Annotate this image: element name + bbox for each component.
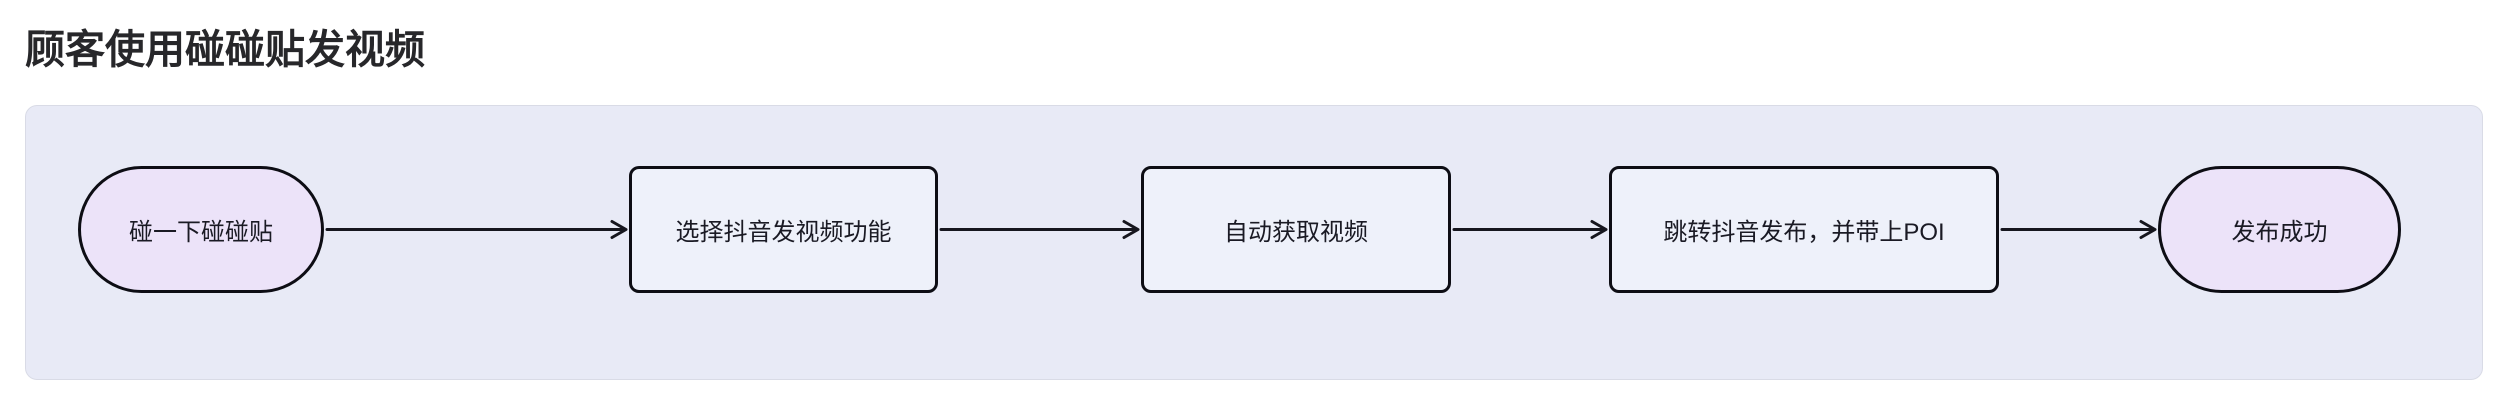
flow-arrow-start-to-step-1 [325, 220, 628, 239]
flowchart-panel: 碰一下碰碰贴 选择抖音发视频功能 自动获取视频 跳转抖音发布，并带上POI 发布成功 [25, 105, 2483, 380]
arrowhead-icon [610, 220, 628, 239]
flow-node-label: 跳转抖音发布，并带上POI [1663, 219, 1945, 246]
flow-arrow-step-2-to-step-3 [1452, 220, 1608, 239]
flow-arrow-step-1-to-step-2 [939, 220, 1140, 239]
flow-node-step-2: 自动获取视频 [1141, 166, 1451, 293]
flow-node-label: 自动获取视频 [1224, 219, 1368, 246]
flow-node-label: 发布成功 [2231, 219, 2328, 246]
arrowhead-icon [1122, 220, 1140, 239]
flow-arrow-step-3-to-end [2000, 220, 2157, 239]
flow-node-start: 碰一下碰碰贴 [78, 166, 324, 293]
flow-node-step-1: 选择抖音发视频功能 [629, 166, 938, 293]
flow-node-end: 发布成功 [2158, 166, 2401, 293]
flow-node-label: 碰一下碰碰贴 [129, 219, 273, 246]
flow-node-step-3: 跳转抖音发布，并带上POI [1609, 166, 1999, 293]
diagram-title: 顾客使用碰碰贴发视频 [25, 28, 425, 72]
arrowhead-icon [1590, 220, 1608, 239]
arrowhead-icon [2139, 220, 2157, 239]
flow-node-label: 选择抖音发视频功能 [675, 219, 892, 246]
